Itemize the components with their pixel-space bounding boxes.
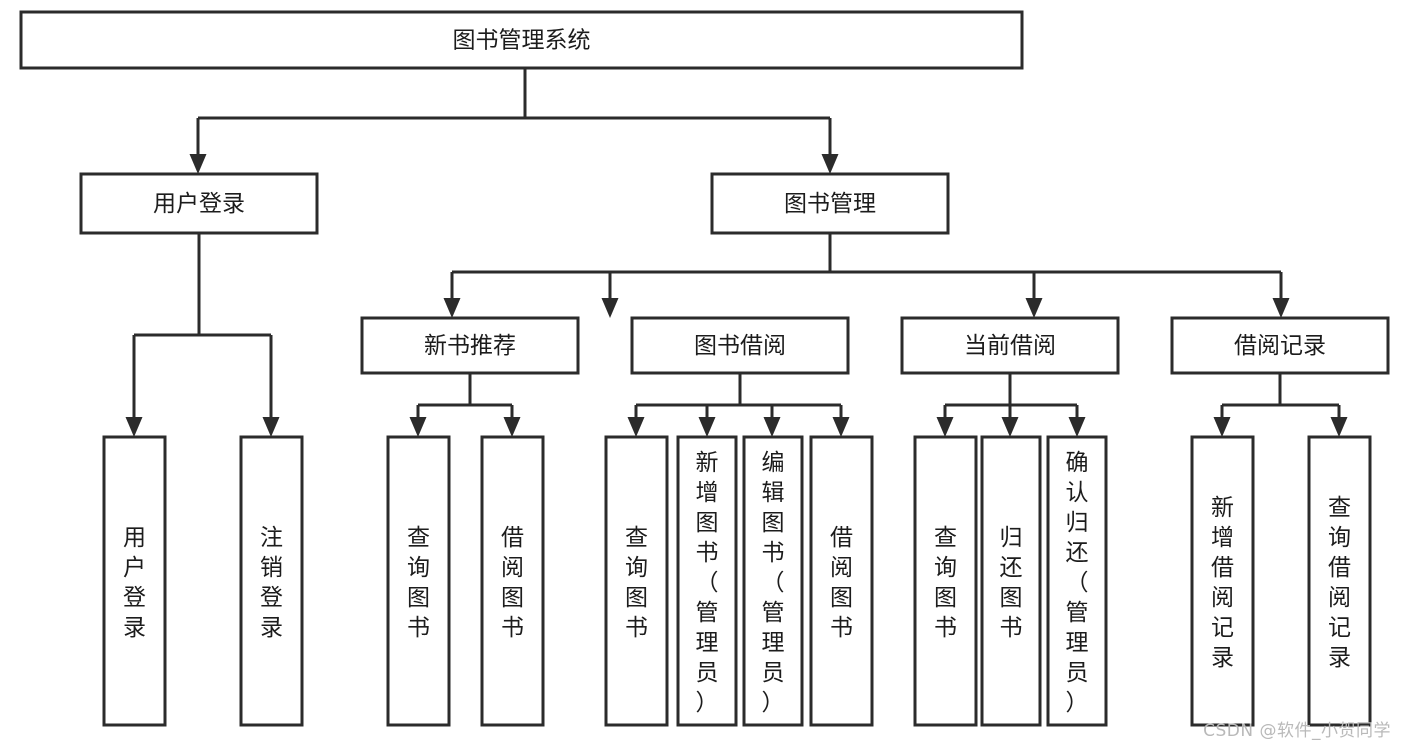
arrow-to-add-book bbox=[698, 405, 716, 437]
node-label: 新增图书（管理员） bbox=[696, 450, 719, 716]
borrow-record-bus bbox=[1222, 373, 1339, 407]
root-bus bbox=[198, 68, 830, 120]
node-label: 查询借阅记录 bbox=[1328, 495, 1351, 671]
node-label: 归还图书 bbox=[1000, 525, 1023, 641]
node-n-new-book-rec[interactable]: 新书推荐 bbox=[360, 316, 580, 375]
node-n-book-borrow[interactable]: 图书借阅 bbox=[630, 316, 850, 375]
arrow-to-return-book bbox=[1001, 405, 1019, 437]
node-root[interactable]: 图书管理系统 bbox=[19, 10, 1024, 70]
arrow-to-borrow-book-a bbox=[503, 405, 521, 437]
node-label: 借阅图书 bbox=[830, 525, 853, 641]
node-n-user-login[interactable]: 用户登录 bbox=[79, 172, 319, 235]
node-label: 查询图书 bbox=[934, 525, 957, 641]
arrow-to-add-record bbox=[1213, 405, 1231, 437]
node-l-borrow-book-b[interactable]: 借阅图书 bbox=[809, 435, 874, 727]
node-l-return-book[interactable]: 归还图书 bbox=[980, 435, 1042, 727]
node-label: 注销登录 bbox=[260, 525, 283, 641]
node-label: 查询图书 bbox=[625, 525, 648, 641]
arrow-to-query-book-c bbox=[936, 405, 954, 437]
new-book-rec-bus bbox=[418, 373, 512, 407]
node-l-add-book[interactable]: 新增图书（管理员） bbox=[676, 435, 738, 727]
arrow-to-query-book-a bbox=[409, 405, 427, 437]
connector-layer bbox=[125, 68, 1348, 437]
node-label: 图书管理系统 bbox=[453, 28, 591, 54]
node-label: 图书借阅 bbox=[694, 333, 786, 359]
node-layer: 图书管理系统用户登录图书管理新书推荐图书借阅当前借阅借阅记录用户登录注销登录查询… bbox=[19, 10, 1390, 727]
arrow-to-current-borrow bbox=[1025, 272, 1043, 318]
node-l-query-record[interactable]: 查询借阅记录 bbox=[1307, 435, 1372, 727]
arrow-to-confirm-return bbox=[1068, 405, 1086, 437]
node-n-borrow-record[interactable]: 借阅记录 bbox=[1170, 316, 1390, 375]
node-label: 编辑图书（管理员） bbox=[762, 450, 785, 716]
arrow-to-borrow-book-b bbox=[832, 405, 850, 437]
node-l-logout[interactable]: 注销登录 bbox=[239, 435, 304, 727]
arrow-to-borrow-record bbox=[1272, 272, 1290, 318]
node-label: 确认归还（管理员） bbox=[1066, 450, 1089, 716]
node-l-edit-book[interactable]: 编辑图书（管理员） bbox=[742, 435, 804, 727]
user-login-bus bbox=[134, 233, 271, 337]
node-label: 借阅图书 bbox=[501, 525, 524, 641]
node-label: 用户登录 bbox=[123, 525, 146, 641]
node-l-add-record[interactable]: 新增借阅记录 bbox=[1190, 435, 1255, 727]
arrow-to-user-login bbox=[189, 118, 207, 174]
arrow-to-l-logout bbox=[262, 335, 280, 437]
node-l-confirm-return[interactable]: 确认归还（管理员） bbox=[1046, 435, 1108, 727]
arrow-to-edit-book bbox=[763, 405, 781, 437]
node-l-query-book-c[interactable]: 查询图书 bbox=[913, 435, 978, 727]
arrow-to-query-record bbox=[1330, 405, 1348, 437]
current-borrow-bus bbox=[945, 373, 1077, 407]
arrow-to-book-manage bbox=[821, 118, 839, 174]
node-l-user-login[interactable]: 用户登录 bbox=[102, 435, 167, 727]
arrow-to-l-user-login bbox=[125, 335, 143, 437]
node-label: 借阅记录 bbox=[1234, 333, 1326, 359]
book-borrow-bus bbox=[636, 373, 841, 407]
node-label: 新增借阅记录 bbox=[1211, 495, 1234, 671]
arrow-to-query-book-b bbox=[627, 405, 645, 437]
node-label: 当前借阅 bbox=[964, 333, 1056, 359]
node-l-query-book-b[interactable]: 查询图书 bbox=[604, 435, 669, 727]
node-label: 查询图书 bbox=[407, 525, 430, 641]
node-n-current-borrow[interactable]: 当前借阅 bbox=[900, 316, 1120, 375]
node-label: 新书推荐 bbox=[424, 333, 516, 359]
node-n-book-manage[interactable]: 图书管理 bbox=[710, 172, 950, 235]
node-label: 用户登录 bbox=[153, 191, 245, 217]
arrow-to-book-borrow bbox=[601, 272, 619, 318]
node-l-borrow-book-a[interactable]: 借阅图书 bbox=[480, 435, 545, 727]
book-manage-bus bbox=[452, 233, 1281, 274]
arrow-to-new-book-rec bbox=[443, 272, 461, 318]
node-label: 图书管理 bbox=[784, 191, 876, 217]
node-l-query-book-a[interactable]: 查询图书 bbox=[386, 435, 451, 727]
